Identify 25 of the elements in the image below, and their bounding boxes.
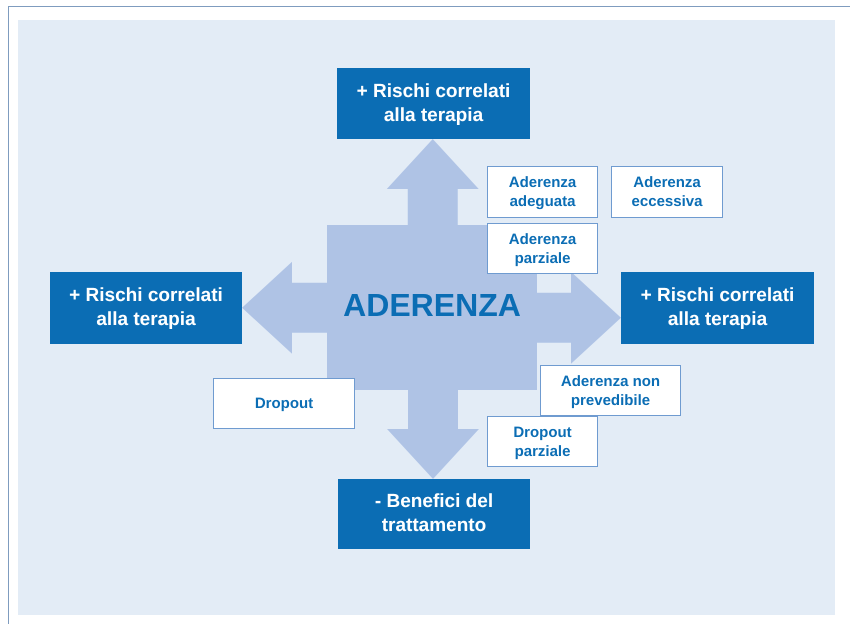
box-label: Aderenza eccessiva: [630, 173, 704, 211]
box-label: + Rischi correlati alla terapia: [356, 80, 512, 128]
risk-box: [621, 272, 814, 344]
adherence-box: [487, 223, 598, 274]
risk-box: [337, 68, 530, 139]
box-label: Aderenza adeguata: [508, 173, 578, 211]
box-label: Aderenza parziale: [508, 230, 578, 268]
box-label: + Rischi correlati alla terapia: [68, 284, 224, 332]
adherence-box: [487, 166, 598, 218]
risk-box: [50, 272, 242, 344]
block-arrow: [537, 272, 621, 364]
dropout-box: [213, 378, 355, 429]
box-label: - Benefici del trattamento: [374, 490, 494, 538]
adherence-box: [540, 365, 681, 416]
box-label: Dropout: [254, 394, 314, 413]
benefit-box: [338, 479, 530, 549]
dropout-box: [487, 416, 598, 467]
box-label: + Rischi correlati alla terapia: [640, 284, 796, 332]
block-arrow: [387, 390, 479, 479]
block-arrow: [386, 139, 479, 225]
box-label: Dropout parziale: [512, 422, 573, 460]
block-arrow: [242, 262, 327, 354]
center-label: ADERENZA: [343, 287, 521, 324]
box-label: Aderenza non prevedibile: [560, 372, 662, 410]
adherence-box: [611, 166, 723, 218]
